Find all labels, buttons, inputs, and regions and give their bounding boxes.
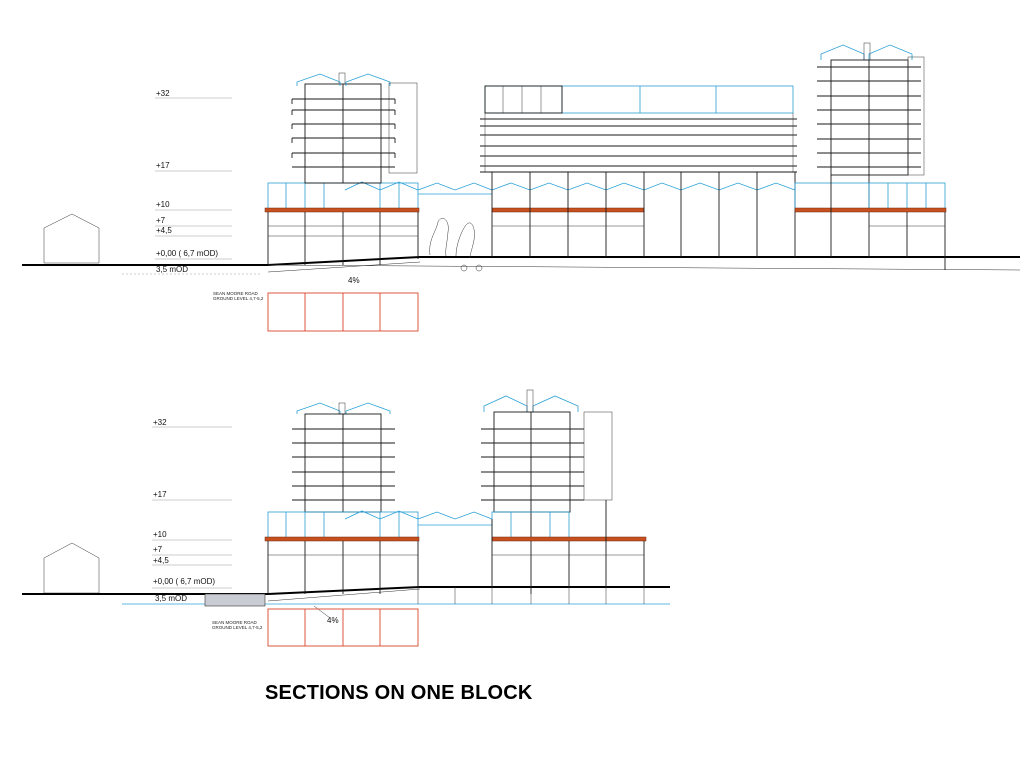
road-note-line: GROUND LEVEL 4,7-5,2 <box>213 296 264 301</box>
slope-leader <box>313 605 331 619</box>
road-note-line: SEAN MOORE ROAD <box>213 291 259 296</box>
courtyard-link-2 <box>417 511 493 526</box>
level-label: +17 <box>156 161 170 170</box>
level-label: +0,00 ( 6,7 mOD) <box>156 249 218 258</box>
level-guides-2 <box>152 426 232 589</box>
level-label: +4,5 <box>156 226 172 235</box>
level-label: +32 <box>153 418 167 427</box>
drawing-title: SECTIONS ON ONE BLOCK <box>265 682 533 704</box>
level-label: +7 <box>156 216 166 225</box>
podium-left-1 <box>264 181 420 265</box>
road-section <box>204 593 266 607</box>
slope-label: 4% <box>348 276 360 285</box>
level-label: +4,5 <box>153 556 169 565</box>
person-figure <box>475 264 483 272</box>
edge-piles-2 <box>417 587 645 604</box>
road-note-line: SEAN MOORE ROAD <box>212 620 258 625</box>
ramp-line <box>267 588 421 602</box>
neighbour-house <box>43 542 100 594</box>
road-note-line: GROUND LEVEL 4,7-5,2 <box>212 625 263 630</box>
tree-sketch <box>429 218 475 259</box>
level-guides-1 <box>122 97 262 275</box>
level-label: +10 <box>153 530 167 539</box>
level-label: +32 <box>156 89 170 98</box>
basement-1 <box>267 292 419 332</box>
slope-label: 4% <box>327 616 339 625</box>
courtyard-link-1 <box>417 182 493 272</box>
ground-line <box>22 586 670 595</box>
level-label: 3,5 mOD <box>156 265 188 274</box>
person-figure <box>460 264 468 272</box>
ground-line-lower <box>267 264 1021 271</box>
tower-right-2 <box>481 389 647 594</box>
central-block-1 <box>480 85 797 257</box>
tower-left-1 <box>291 72 418 184</box>
ramp-line <box>267 261 421 273</box>
level-label: +7 <box>153 545 163 554</box>
section-1: +32 +17 +10 +7 +4,5 +0,00 ( 6,7 mOD) 3,5… <box>22 42 1021 332</box>
level-label: +17 <box>153 490 167 499</box>
neighbour-house <box>43 213 100 264</box>
ground-line <box>22 256 1020 266</box>
basement-2 <box>267 608 419 647</box>
level-label: 3,5 mOD <box>155 594 187 603</box>
tower-left-2 <box>264 402 420 594</box>
tower-right-1 <box>794 42 947 270</box>
level-label: +0,00 ( 6,7 mOD) <box>153 577 215 586</box>
level-label: +10 <box>156 200 170 209</box>
section-2: +32 +17 +10 +7 +4,5 +0,00 ( 6,7 mOD) 3,5… <box>22 389 670 647</box>
